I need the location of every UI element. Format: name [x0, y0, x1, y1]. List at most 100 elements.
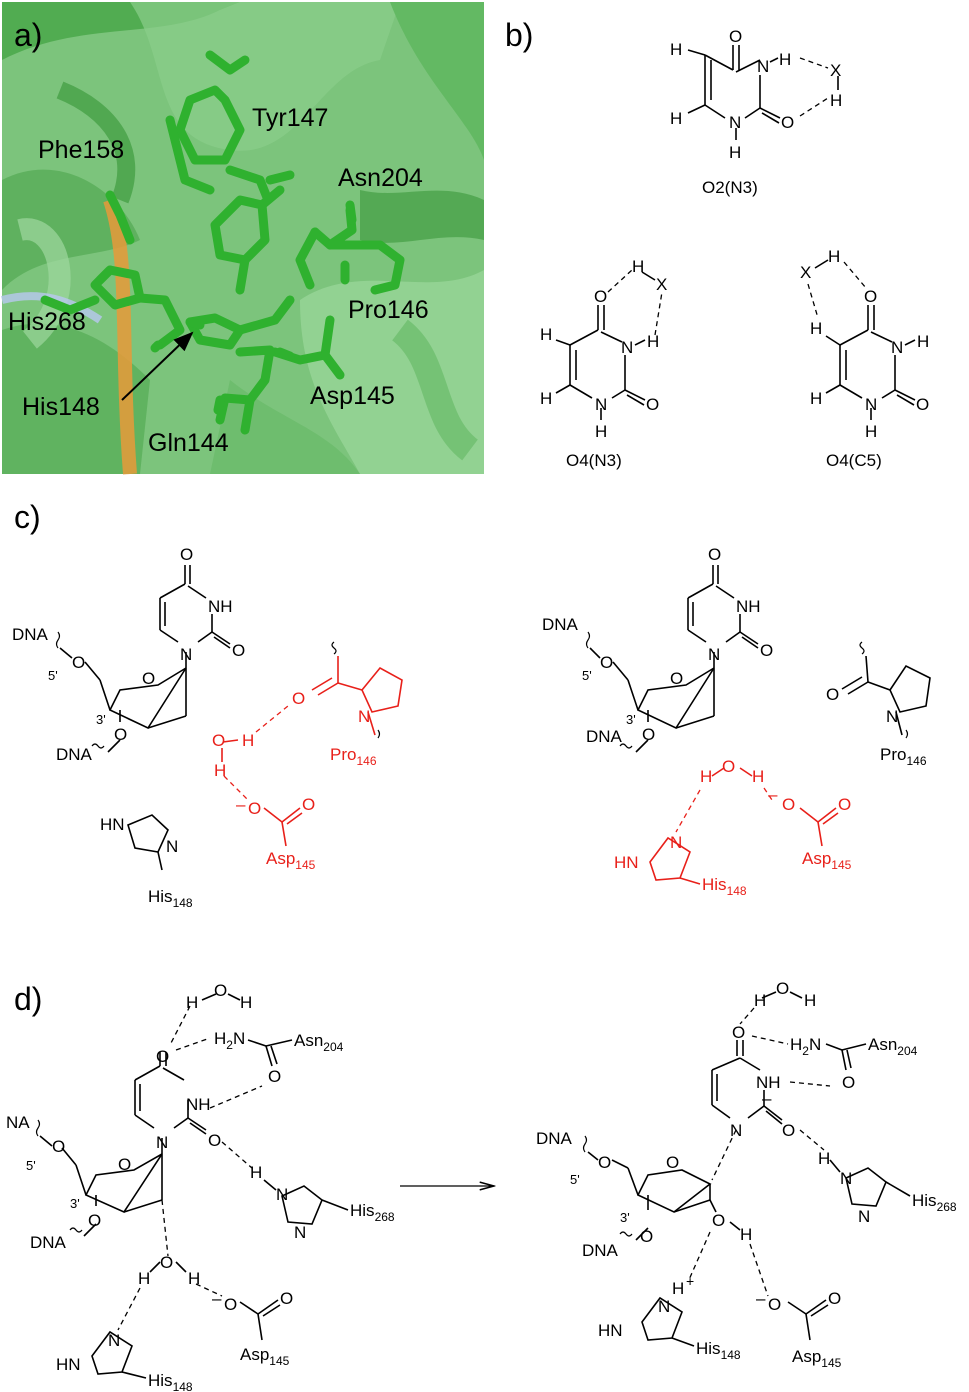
atom-n3: N	[891, 338, 903, 357]
atom-x: X	[656, 275, 667, 294]
d-left-water1-h1: H	[186, 993, 198, 1012]
atom-h6: H	[540, 389, 552, 408]
label-phe158: Phe158	[38, 136, 124, 164]
atom-n3: N	[757, 57, 769, 76]
d-right-asn-o: O	[842, 1073, 855, 1092]
c-left-water-o: O	[212, 731, 225, 750]
label-his148: His148	[22, 393, 100, 421]
atom-h6: H	[810, 389, 822, 408]
d-left-o4: O	[156, 1047, 169, 1066]
c-right-his148: His148	[702, 875, 747, 898]
d-left-3prime: 3'	[70, 1196, 80, 1211]
d-left-water1-h2: H	[240, 993, 252, 1012]
d-right-5prime: 5'	[570, 1172, 580, 1187]
caption-o2n3: O2(N3)	[702, 178, 758, 197]
c-left-his-n: N	[166, 837, 178, 856]
label-asp145: Asp145	[310, 382, 395, 410]
c-right-o4prime: O	[670, 669, 683, 688]
c-left-dna-5: DNA	[12, 625, 49, 644]
c-left-his148: His148	[148, 887, 193, 910]
d-right-asp-minus: –	[756, 1289, 766, 1308]
d-left-o4prime: O	[118, 1155, 131, 1174]
d-left-his148: His148	[148, 1371, 193, 1392]
d-right-dna-5: DNA	[536, 1129, 573, 1148]
d-right-o4prime: O	[666, 1153, 679, 1172]
label-asn204: Asn204	[338, 164, 423, 192]
d-left-his268: His268	[350, 1201, 395, 1224]
d-right-minus: –	[762, 1089, 772, 1108]
d-right-asp145: Asp145	[792, 1347, 842, 1370]
atom-o2: O	[646, 395, 659, 414]
atom-o2: O	[916, 395, 929, 414]
d-right-n1: N	[730, 1121, 742, 1140]
d-left-asn-o: O	[268, 1067, 281, 1086]
atom-h1: H	[595, 422, 607, 441]
c-right-pro-n: N	[886, 707, 898, 726]
d-left-asp-minus: –	[212, 1289, 222, 1308]
panel-b-letter: b)	[505, 17, 533, 53]
c-left-o2: O	[232, 641, 245, 660]
motif-o4c5: O H X H H N H N H O O4(C5)	[800, 247, 929, 470]
d-right-his148-h: H	[672, 1279, 684, 1298]
atom-h1: H	[729, 143, 741, 162]
scheme-d-left: H O H O H2N Asn204 O NH N O O O NA 5' 3'…	[6, 981, 395, 1392]
scheme-d-right: H O H O H2N Asn204 O NH – N O O O DNA 5'…	[536, 979, 957, 1370]
d-right-his148-n: N	[658, 1297, 670, 1316]
c-right-dna-5: DNA	[542, 615, 579, 634]
c-right-o2: O	[760, 641, 773, 660]
c-left-pro-o: O	[292, 689, 305, 708]
panel-d: d)	[6, 979, 957, 1392]
residue-sticks	[40, 50, 405, 435]
d-right-his148: His148	[696, 1339, 741, 1362]
atom-h6: H	[670, 109, 682, 128]
label-gln144: Gln144	[148, 429, 229, 457]
c-left-5prime: 5'	[48, 668, 58, 683]
atom-h3: H	[917, 332, 929, 351]
caption-o4c5: O4(C5)	[826, 451, 882, 470]
c-right-o5prime: O	[600, 653, 613, 672]
d-left-his268-n2: N	[294, 1223, 306, 1242]
d-right-his268-n2: N	[858, 1207, 870, 1226]
d-right-asp-o2: O	[828, 1289, 841, 1308]
atom-n1: N	[865, 395, 877, 414]
atom-o2: O	[781, 113, 794, 132]
c-left-asp-o2: O	[302, 795, 315, 814]
label-tyr147: Tyr147	[252, 104, 328, 132]
c-right-3prime: 3'	[626, 712, 636, 727]
atom-hx: H	[828, 247, 840, 266]
c-right-o4: O	[708, 545, 721, 564]
atom-h3: H	[647, 332, 659, 351]
d-right-water-o-attack: O	[712, 1211, 725, 1230]
d-left-water1-o: O	[214, 981, 227, 1000]
d-left-n3h: NH	[186, 1095, 211, 1114]
c-right-dna-3: DNA	[586, 727, 623, 746]
d-left-dna: DNA	[30, 1233, 67, 1252]
c-left-water-h2: H	[214, 761, 226, 780]
d-left-asn204: Asn204	[294, 1031, 344, 1054]
c-left-asp145: Asp145	[266, 849, 316, 872]
d-right-his268-n1: N	[840, 1169, 852, 1188]
c-left-his-hn: HN	[100, 815, 125, 834]
d-left-h2n: H2N	[214, 1029, 245, 1052]
c-left-water-h1: H	[242, 731, 254, 750]
c-left-o5prime: O	[72, 653, 85, 672]
d-left-his268-h: H	[250, 1163, 262, 1182]
c4-n3-bond	[735, 59, 761, 73]
c-left-o3prime: O	[114, 725, 127, 744]
c-right-pro146: Pro146	[880, 745, 927, 768]
c-left-dna-3: DNA	[56, 745, 93, 764]
d-right-3prime: 3'	[620, 1210, 630, 1225]
c-left-pro-n: N	[358, 707, 370, 726]
his148-pointer-arrow	[121, 331, 194, 401]
d-left-water2-o: O	[160, 1253, 173, 1272]
label-his268: His268	[8, 308, 86, 336]
d-right-water-h2: H	[804, 991, 816, 1010]
d-left-asp-o1: O	[224, 1295, 237, 1314]
d-left-asp-o2: O	[280, 1289, 293, 1308]
c-right-asp145: Asp145	[802, 849, 852, 872]
c-right-pro-o: O	[826, 685, 839, 704]
c-right-water-o: O	[722, 757, 735, 776]
c-right-asp-o2: O	[838, 795, 851, 814]
d-right-his268: His268	[912, 1191, 957, 1214]
scheme-c-left: O NH N O O O DNA 5' 3' O DNA HN N His148	[12, 545, 403, 910]
